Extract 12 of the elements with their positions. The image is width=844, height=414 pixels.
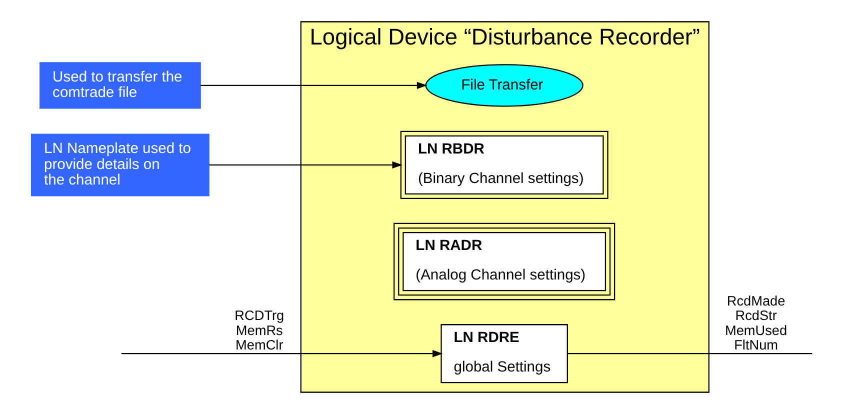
- node-box: LN Nameplate used to provide details on the channel: [30, 134, 209, 196]
- edge-label: RcdMade RcdStr MemUsed FltNum: [724, 293, 787, 353]
- node-box: LN RDRE global Settings: [440, 324, 568, 384]
- node-box: Used to transfer the comtrade file: [39, 62, 200, 109]
- arrow: [200, 82, 427, 89]
- node-box: LN RADR (Analog Channel settings): [393, 222, 615, 300]
- connector: [567, 353, 812, 354]
- edge-label: RCDTrg MemRs MemClr: [234, 308, 284, 353]
- arrow: [120, 350, 442, 358]
- arrow: [208, 161, 402, 169]
- node-ellipse: File Transfer: [424, 64, 583, 107]
- node-box: LN RBDR (Binary Channel settings): [400, 130, 608, 200]
